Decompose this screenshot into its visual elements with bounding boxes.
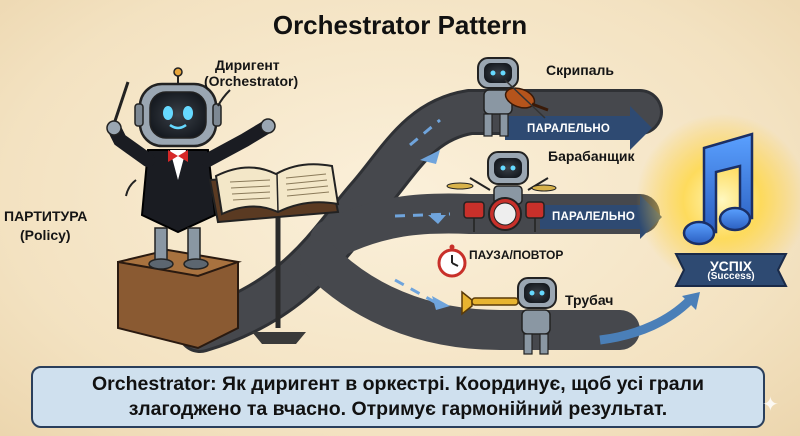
score-label: ПАРТИТУРА [4, 208, 88, 224]
violin-icon [504, 79, 549, 119]
success-badge [636, 114, 800, 287]
sparkle-icon: ✦ [762, 394, 779, 416]
violinist-robot [477, 57, 549, 137]
caption-line-1: Orchestrator: Як диригент в оркестрі. Ко… [92, 373, 704, 395]
parallel-arrow-label-1: ПАРАЛЕЛЬНО [527, 123, 610, 135]
conductor-sublabel: (Orchestrator) [204, 73, 299, 89]
success-sublabel: (Success) [707, 271, 755, 282]
caption-box: Orchestrator: Як диригент в оркестрі. Ко… [31, 366, 765, 428]
flow-arrows [420, 106, 700, 345]
drum-kit-icon [446, 182, 557, 232]
drummer-robot [446, 151, 557, 232]
book-icon [208, 163, 340, 344]
parallel-arrow-label-2: ПАРАЛЕЛЬНО [552, 211, 635, 223]
success-label: УСПІХ [709, 258, 753, 274]
pause-retry-label: ПАУЗА/ПОВТОР [469, 248, 564, 262]
page-title: Orchestrator Pattern [272, 10, 528, 40]
podium [117, 248, 242, 350]
score-sublabel: (Policy) [20, 227, 71, 243]
drummer-label: Барабанщик [548, 148, 635, 164]
road-paths [177, 89, 663, 353]
conductor-label: Диригент [215, 57, 280, 73]
caption-line-2: злагоджено та вчасно. Отримує гармонійни… [128, 398, 668, 420]
trumpeter-robot [461, 277, 557, 355]
violinist-label: Скрипаль [546, 62, 615, 78]
music-note-icon [682, 132, 754, 246]
trumpeter-label: Трубач [565, 292, 614, 308]
clock-icon [437, 244, 467, 278]
conductor-robot [106, 67, 276, 270]
trumpet-icon [461, 290, 519, 316]
